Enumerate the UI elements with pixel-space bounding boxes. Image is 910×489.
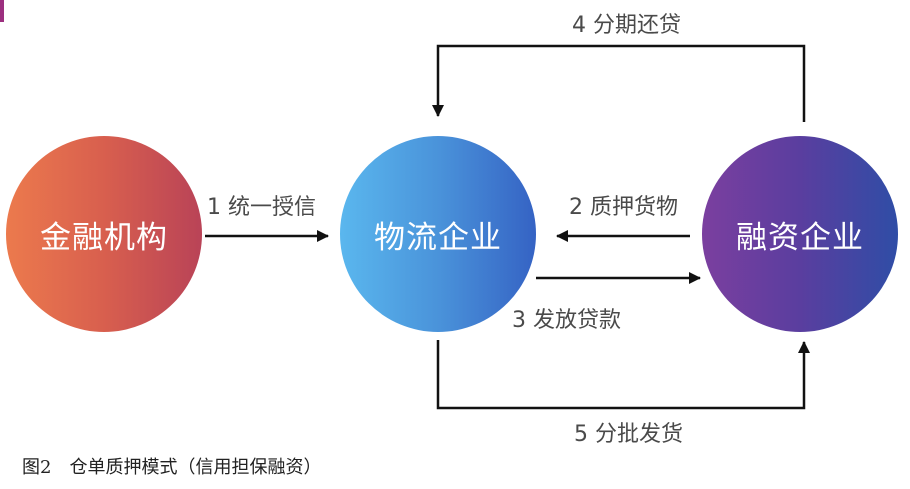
flow-label-issue-loan: 3 发放贷款 [512, 308, 621, 333]
flow-label-pledge-goods: 2 质押货物 [569, 195, 678, 220]
node-label-logistics-enterprise: 物流企业 [374, 219, 502, 256]
corner-accent-mark [0, 0, 4, 22]
flow-label-batch-delivery: 5 分批发货 [574, 422, 683, 447]
node-financial-institution: 金融机构 [6, 136, 202, 332]
flow-label-repay-installments: 4 分期还贷 [572, 13, 681, 38]
node-label-financial-institution: 金融机构 [40, 219, 168, 256]
arrow-batch-delivery [436, 340, 810, 410]
figure-caption: 图2 仓单质押模式（信用担保融资） [22, 457, 322, 478]
flow-label-credit: 1 统一授信 [207, 195, 316, 220]
node-logistics-enterprise: 物流企业 [340, 136, 536, 332]
node-label-financing-enterprise: 融资企业 [736, 219, 864, 256]
node-financing-enterprise: 融资企业 [702, 136, 898, 332]
arrow-repay-installments [432, 44, 806, 122]
